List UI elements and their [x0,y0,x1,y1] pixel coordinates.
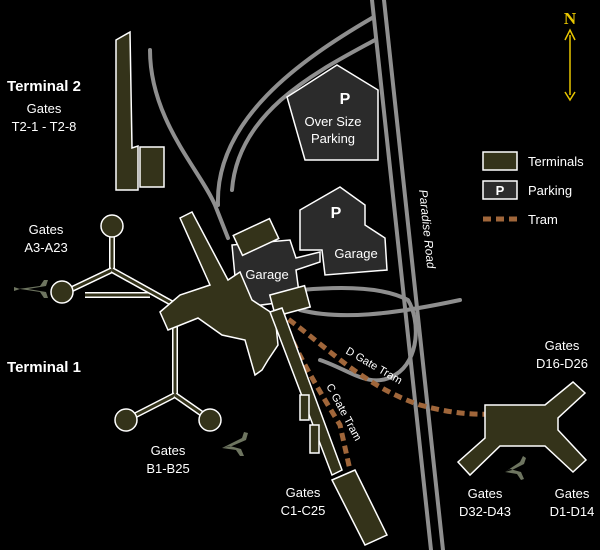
p-garage-structure [299,186,388,276]
north-arrow-icon: N [564,9,577,102]
legend-tram-label: Tram [528,212,558,227]
parking-structures [231,64,388,309]
gates-d1-label-line2: D1-D14 [550,504,595,519]
legend-parking-label: Parking [528,183,572,198]
gates-d32-label-line2: D32-D43 [459,504,511,519]
terminal-2-title: Terminal 2 [7,78,81,95]
legend-terminals-label: Terminals [528,154,584,169]
gates-a-label-line2: A3-A23 [24,240,67,255]
paradise-road-label: Paradise Road [416,189,438,270]
legend-parking-symbol: P [496,183,505,198]
gates-b-label-line2: B1-B25 [146,461,189,476]
gates-a-label-line1: Gates [29,222,64,237]
road-network [148,0,462,550]
airplane-icons [14,280,526,480]
legend-terminals-swatch [482,151,518,171]
upper-loop-road [148,48,230,240]
oversize-parking-symbol: P [340,91,351,108]
legend-parking-swatch [482,180,518,200]
main-garage-label: Garage [245,267,288,282]
inner-loop-road-2 [230,38,377,192]
terminal-1-concourses [50,214,222,432]
paradise-road-east-lane [382,0,445,550]
gates-d16-label-line2: D16-D26 [536,356,588,371]
map-legend: Terminals P Parking Tram [482,151,584,227]
north-letter: N [564,9,577,28]
gates-b-label-line1: Gates [151,443,186,458]
garage-parking-symbol: P [331,205,342,222]
gates-d16-label-line1: Gates [545,338,580,353]
paradise-road-west-lane [370,0,433,550]
d-concourse-building [456,381,588,477]
p-garage-label: Garage [334,246,377,261]
d-gate-tram-line [276,309,496,417]
gates-d32-label-line1: Gates [468,486,503,501]
gates-d1-label-line1: Gates [555,486,590,501]
airplane-icon-east [505,456,526,480]
c-concourse-building [269,307,389,546]
oversize-parking-lot [286,64,379,161]
gates-c-label-line2: C1-C25 [281,503,326,518]
terminal-2-gates-range: T2-1 - T2-8 [12,119,77,134]
airplane-icon-south [222,432,248,456]
oversize-parking-label-line1: Over Size [304,114,361,129]
feeder-road [298,298,462,318]
airplane-icon-west [14,280,48,298]
gates-c-label-line1: Gates [286,485,321,500]
terminal-1-title: Terminal 1 [7,359,81,376]
oversize-parking-label-line2: Parking [311,131,355,146]
terminal-2-gates-word: Gates [27,101,62,116]
inner-loop-road-1 [215,16,374,207]
terminal-2-building [115,30,165,191]
